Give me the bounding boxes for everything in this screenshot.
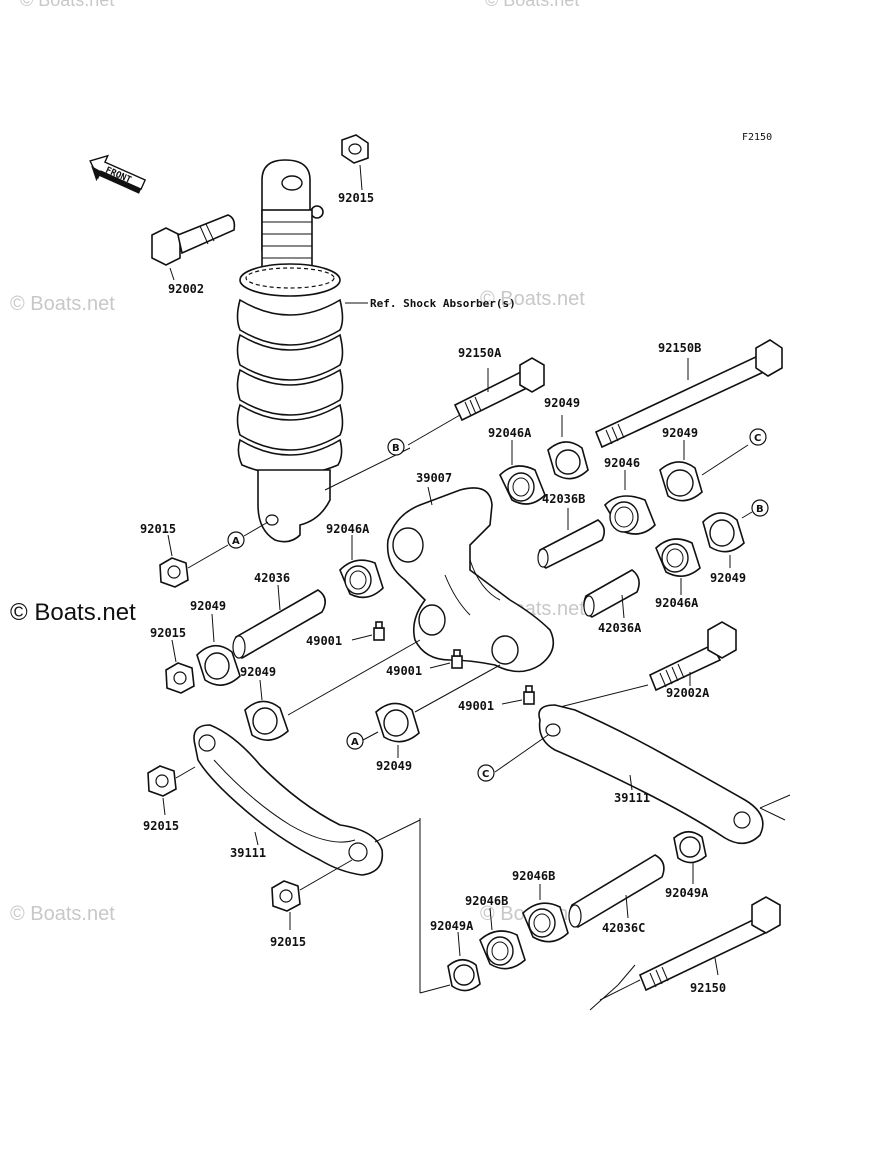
ref-marker-b-left: B [387,438,405,456]
bearing-92046b-lower [479,907,526,970]
collar-92049a-left [419,931,481,994]
sleeve-42036c [568,854,665,928]
grease-nipple-2 [429,649,463,669]
part-label: 92049 [240,665,276,679]
svg-text:B: B [756,504,764,515]
part-label: 92015 [150,626,186,640]
svg-text:B: B [392,443,400,454]
rocker-arm-39007 [386,486,555,673]
collar-92049-center [362,664,501,758]
shock-absorber-ref-note: Ref. Shock Absorber(s) [370,297,516,310]
part-label: 92015 [140,522,176,536]
ref-marker-b-right: B [751,499,769,517]
part-label: 92150A [458,346,502,360]
part-label: 92002 [168,282,204,296]
ref-marker-c-bottom: C [477,764,495,782]
collar-92049-left-lower [244,639,421,741]
part-label: 92015 [270,935,306,949]
nut-top [341,134,369,191]
watermark-top-center: © Boats.net [485,0,579,10]
front-arrow-icon: FRONT [89,154,147,194]
part-label: 92015 [338,191,374,205]
grease-nipple-3 [501,685,535,705]
collar-92049-left [196,613,241,686]
part-label: 92046B [512,869,555,883]
sleeve-42036a [583,569,640,619]
part-label: 92049 [710,571,746,585]
nut-left-upper [159,534,229,588]
part-label: 92049 [662,426,698,440]
part-label: 39111 [230,846,266,860]
bolt-92002 [151,214,236,281]
part-label: 49001 [458,699,494,713]
part-label: 92015 [143,819,179,833]
part-label: 39111 [614,791,650,805]
part-label: 92049 [190,599,226,613]
part-label: 92049A [430,919,474,933]
sleeve-42036 [232,584,326,659]
part-label: 49001 [306,634,342,648]
part-label: 92049 [544,396,580,410]
nut-left-mid [165,639,195,694]
part-label: 42036C [602,921,645,935]
bolt-92150 [599,896,781,1001]
part-label: 92046A [326,522,370,536]
part-label: 92150B [658,341,701,355]
watermark-top-left: © Boats.net [20,0,114,10]
svg-text:C: C [754,433,761,444]
svg-text:A: A [351,737,359,748]
nut-bottom [271,859,353,930]
collar-92049a-right [673,830,707,884]
svg-text:C: C [482,769,489,780]
nut-lower-left [147,765,196,816]
watermark-large: © Boats.net [10,599,136,626]
bearing-92046a-left [339,535,384,599]
bolt-92150b [594,339,783,449]
ref-marker-a-left: A [227,531,245,549]
sleeve-42036b [537,508,606,569]
part-label: 92049 [376,759,412,773]
bearing-92046a-right [655,538,701,595]
part-label: 92046 [604,456,640,470]
watermark-left-2: © Boats.net [10,903,115,925]
bearing-92046b-upper [522,884,569,943]
svg-text:A: A [232,536,240,547]
part-label: 92046A [488,426,532,440]
part-label: 42036B [542,492,585,506]
watermark-center-1: © Boats.net [480,288,585,310]
bolt-92150a [453,357,545,422]
diagram-code: F2150 [742,132,772,143]
part-label: 42036 [254,571,290,585]
part-label: 92150 [690,981,726,995]
part-label: 92049A [665,886,709,900]
tie-rod-39111-left [193,724,421,993]
shock-absorber [236,159,344,543]
bearing-92046a-top [499,440,546,505]
collar-92049-right-b [702,511,753,568]
part-label: 92046A [655,596,699,610]
ref-marker-a-center: A [346,732,364,750]
collar-92049-top [547,415,589,480]
part-label: 92002A [666,686,710,700]
part-label: 42036A [598,621,642,635]
ref-marker-c-top: C [749,428,767,446]
collar-92049-right [659,440,749,502]
watermark-left-1: © Boats.net [10,293,115,315]
part-label: 92046B [465,894,508,908]
bolt-92002a [648,621,737,692]
part-label: 49001 [386,664,422,678]
bearing-92046 [603,470,656,535]
grease-nipple-1 [351,621,385,641]
tie-rod-39111-right [494,704,764,845]
part-label: 39007 [416,471,452,485]
